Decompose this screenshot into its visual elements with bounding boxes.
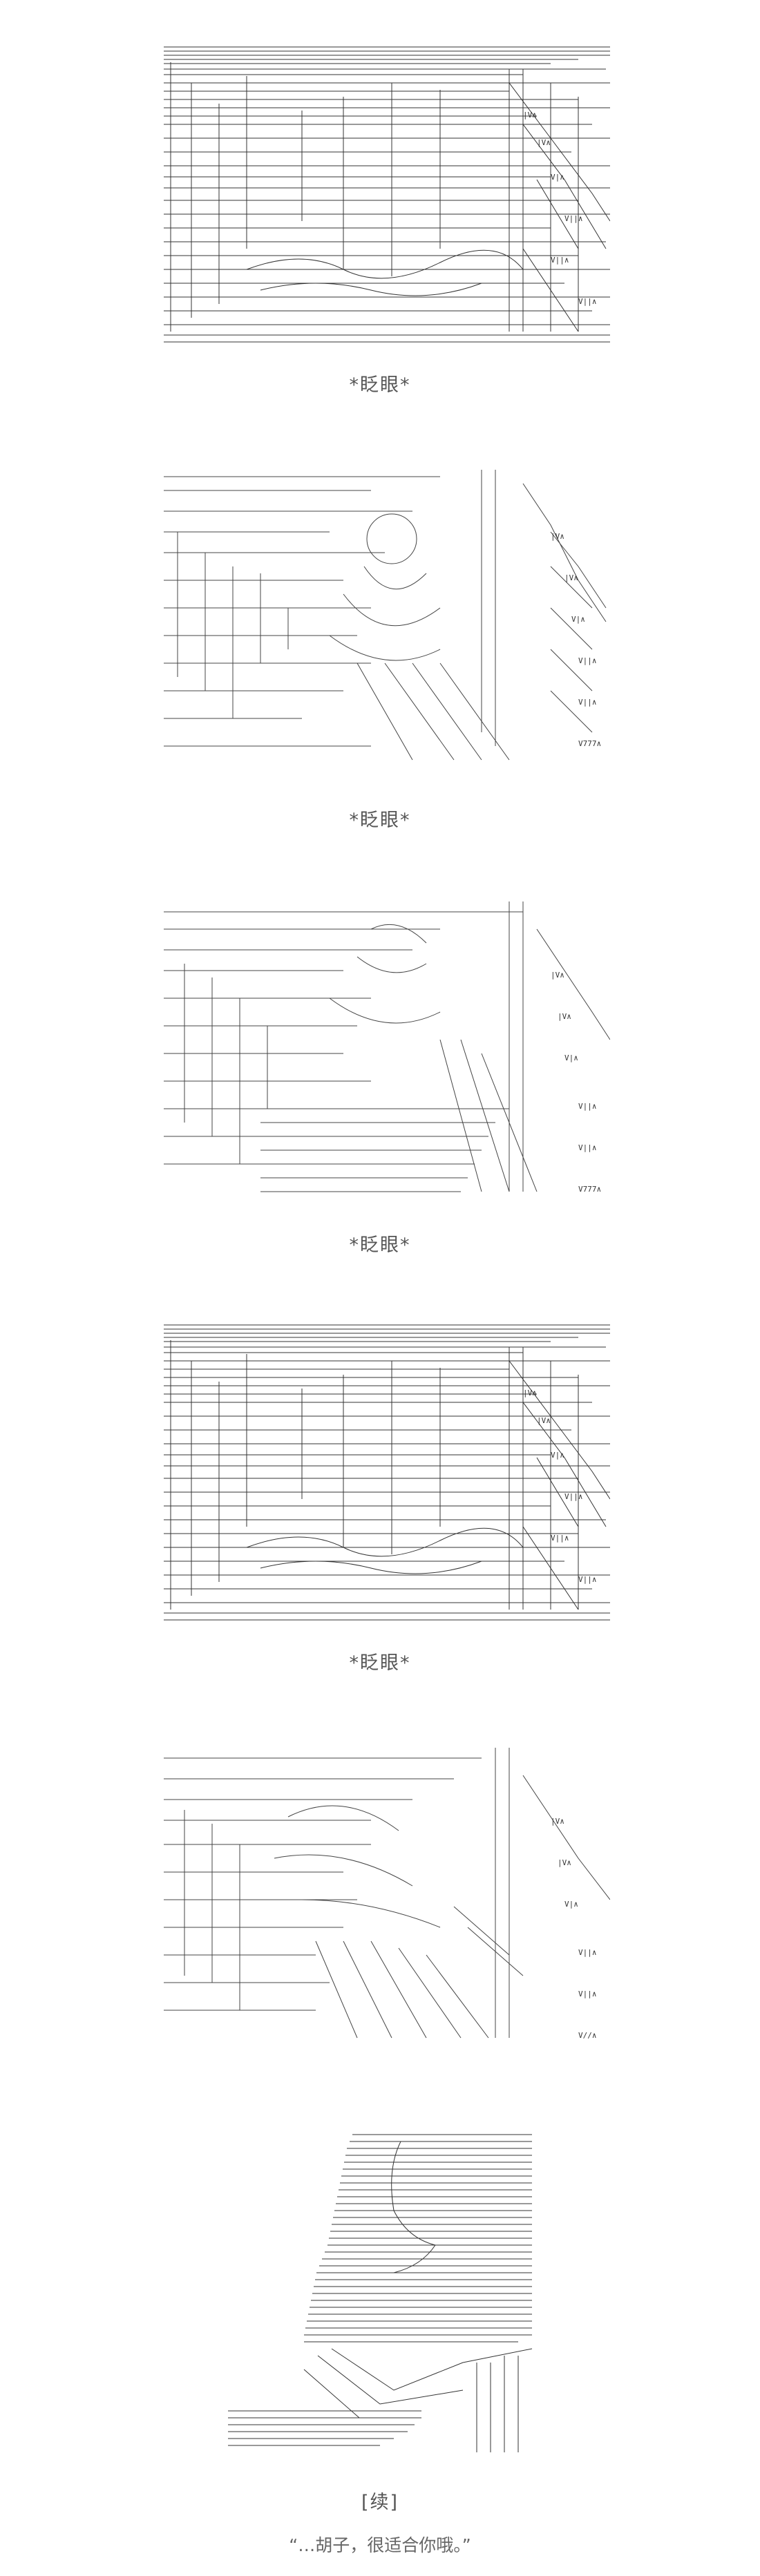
svg-text:V||∧: V||∧: [578, 1575, 597, 1584]
ascii-art-image: |V∧ |V∧ V|∧ V||∧ V||∧ V||∧: [164, 46, 610, 343]
ascii-art-panel-4: |V∧ |V∧ V|∧ V||∧ V||∧ V||∧: [164, 1319, 610, 1623]
svg-text:V||∧: V||∧: [578, 698, 597, 707]
svg-text:|V∧: |V∧: [537, 1416, 551, 1425]
closing-quote: “…胡子，很适合你哦。”: [289, 2535, 471, 2555]
caption-2: *眨眼*: [349, 810, 411, 831]
svg-text:|V∧: |V∧: [523, 1389, 537, 1397]
svg-text:V|∧: V|∧: [564, 1900, 578, 1909]
svg-text:|V∧: |V∧: [564, 573, 578, 582]
svg-text:V||∧: V||∧: [551, 1534, 569, 1543]
ascii-art-panel-6: [187, 2128, 573, 2466]
svg-text:V||∧: V||∧: [578, 297, 597, 306]
ascii-art-panel-3: |V∧ |V∧ V|∧ V||∧ V||∧ V777∧: [164, 901, 610, 1205]
svg-text:|V∧: |V∧: [558, 1012, 571, 1021]
svg-text:|V∧: |V∧: [551, 971, 564, 980]
svg-text:|V∧: |V∧: [551, 532, 564, 541]
svg-text:V||∧: V||∧: [578, 656, 597, 665]
svg-text:V777∧: V777∧: [578, 1185, 601, 1194]
svg-text:V||∧: V||∧: [578, 1102, 597, 1111]
ascii-art-image: |V∧ |V∧ V|∧ V||∧ V||∧ V//∧: [164, 1748, 610, 2040]
svg-text:V|∧: V|∧: [551, 173, 564, 182]
svg-text:V||∧: V||∧: [564, 1492, 583, 1501]
ascii-art-image: |V∧ |V∧ V|∧ V||∧ V||∧ V777∧: [164, 901, 610, 1194]
svg-text:V|∧: V|∧: [564, 1053, 578, 1062]
ascii-art-panel-2: |V∧ |V∧ V|∧ V||∧ V||∧ V777∧: [164, 470, 610, 767]
svg-text:|V∧: |V∧: [551, 1817, 564, 1826]
ascii-art-image: |V∧ |V∧ V|∧ V||∧ V||∧ V||∧: [164, 1324, 610, 1621]
svg-text:V||∧: V||∧: [551, 256, 569, 265]
svg-text:|V∧: |V∧: [523, 111, 537, 120]
svg-text:V||∧: V||∧: [578, 1143, 597, 1152]
svg-text:V777∧: V777∧: [578, 739, 601, 748]
svg-text:V||∧: V||∧: [564, 214, 583, 223]
caption-4: *眨眼*: [349, 1652, 411, 1674]
caption-1: *眨眼*: [349, 374, 411, 396]
continued-tag: [续]: [361, 2492, 399, 2513]
ascii-art-panel-1: |V∧ |V∧ V|∧ V||∧ V||∧ V||∧: [164, 41, 610, 345]
svg-text:V||∧: V||∧: [578, 1990, 597, 1998]
ascii-art-panel-5: |V∧ |V∧ V|∧ V||∧ V||∧ V//∧: [164, 1748, 610, 2052]
svg-text:V//∧: V//∧: [578, 2031, 597, 2040]
caption-3: *眨眼*: [349, 1234, 411, 1256]
svg-text:V|∧: V|∧: [571, 615, 585, 624]
ascii-art-image: |V∧ |V∧ V|∧ V||∧ V||∧ V777∧: [164, 470, 607, 761]
svg-text:V||∧: V||∧: [578, 1948, 597, 1957]
ascii-art-image: [228, 2134, 533, 2452]
svg-text:V|∧: V|∧: [551, 1451, 564, 1460]
svg-text:|V∧: |V∧: [558, 1858, 571, 1867]
svg-text:|V∧: |V∧: [537, 138, 551, 147]
